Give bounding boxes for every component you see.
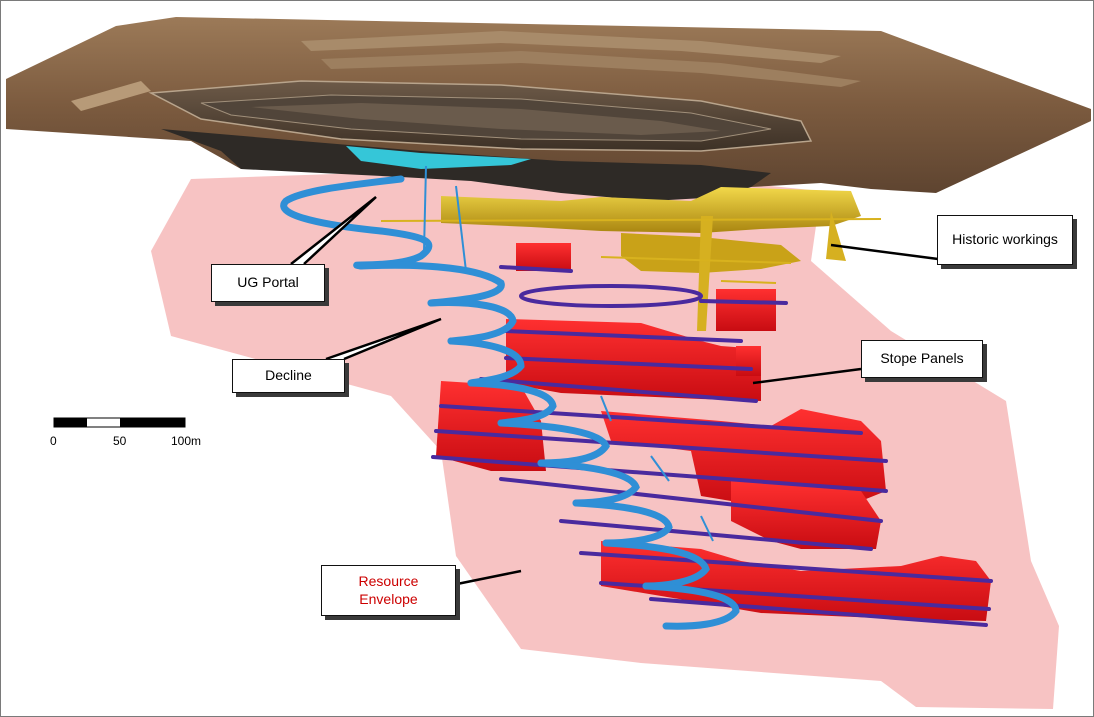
callout-historic-workings: Historic workings: [937, 215, 1073, 265]
callout-decline: Decline: [232, 359, 345, 393]
callout-ug-portal: UG Portal: [211, 264, 325, 302]
historic-workings-label: Historic workings: [952, 231, 1058, 248]
scale-tick-100m: 100m: [171, 434, 202, 448]
level-drives: [431, 265, 993, 627]
resource-envelope-label: Resource Envelope: [358, 573, 419, 607]
scale-tick-0: 0: [50, 434, 57, 448]
scale-bar: [53, 417, 186, 428]
historic-workings-solids: [380, 187, 882, 331]
pit-water-lake: [346, 146, 531, 169]
terrain-surface: [6, 17, 1091, 201]
callout-leaders: [290, 196, 939, 586]
decline-spiral: [280, 175, 740, 630]
callout-stope-panels: Stope Panels: [861, 340, 983, 378]
stope-panels-label: Stope Panels: [880, 350, 964, 367]
decline-label: Decline: [265, 367, 312, 384]
callout-resource-envelope: Resource Envelope: [321, 565, 456, 616]
ug-portal-label: UG Portal: [237, 274, 299, 291]
decline-raises: [423, 165, 714, 542]
scale-tick-50: 50: [113, 434, 127, 448]
